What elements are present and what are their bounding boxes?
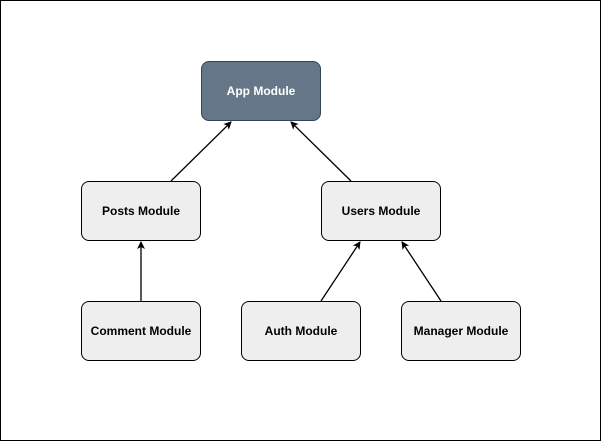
node-label: Users Module [341,204,421,218]
edge-manager-to-users [401,241,442,302]
node-comment-module[interactable]: Comment Module [81,301,201,361]
edge-users-to-app [290,121,352,182]
edge-auth-to-users [320,241,361,302]
node-posts-module[interactable]: Posts Module [81,181,201,241]
node-users-module[interactable]: Users Module [321,181,441,241]
node-label: Posts Module [101,204,180,218]
node-label: Comment Module [90,324,192,338]
node-auth-module[interactable]: Auth Module [241,301,361,361]
node-label: Auth Module [264,324,338,338]
node-app-module[interactable]: App Module [201,61,321,121]
node-manager-module[interactable]: Manager Module [401,301,521,361]
node-label: Manager Module [413,324,509,338]
node-label: App Module [226,84,296,98]
edge-posts-to-app [170,121,232,182]
